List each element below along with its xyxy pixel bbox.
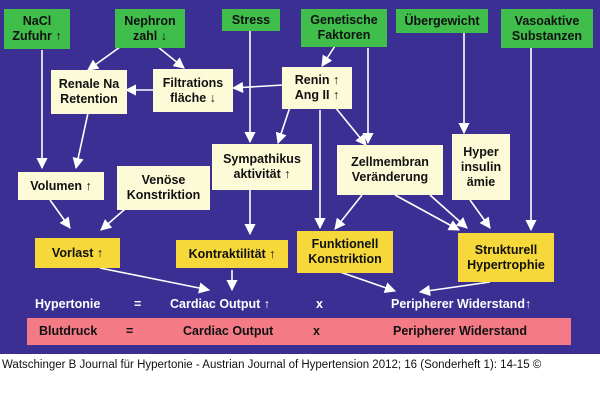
box-funktionell-konstriktion: Funktionell Konstriktion — [297, 231, 393, 273]
arrow-zellmembran-strukturell-2 — [394, 194, 460, 231]
arrow-zellmembran-funktionell — [334, 194, 363, 230]
arrow-renin-zellmembran — [334, 106, 367, 146]
box-sympathikusaktivitaet: Sympathikus aktivität ↑ — [212, 144, 312, 190]
arrow-genetische-renin — [321, 45, 336, 67]
eq1-equals: = — [134, 297, 142, 311]
arrow-nephron-renale — [87, 46, 121, 71]
eq1-hypertonie: Hypertonie — [35, 297, 101, 311]
eq1-times: x — [316, 297, 323, 311]
arrow-zellmembran-strukturell-1 — [429, 194, 468, 229]
box-stress: Stress — [222, 9, 280, 31]
arrow-renin-sympathikus — [275, 106, 291, 145]
arrow-vorlast-co — [99, 267, 211, 294]
box-vasoaktive-substanzen: Vasoaktive Substanzen — [501, 9, 593, 48]
box-vorlast: Vorlast ↑ — [35, 238, 120, 268]
blutdruck-equation-bar — [27, 318, 571, 345]
box-genetische-faktoren: Genetische Faktoren — [301, 9, 387, 47]
arrow-renin-filtrations — [231, 81, 284, 93]
box-uebergewicht: Übergewicht — [396, 9, 488, 33]
box-renin-ang-ii: Renin ↑ Ang II ↑ — [282, 67, 352, 109]
box-renale-na-retention: Renale Na Retention — [51, 70, 127, 114]
eq2-peripherer-widerstand: Peripherer Widerstand — [393, 324, 527, 338]
arrow-strukturell-pr — [418, 281, 491, 297]
citation-caption: Watschinger B Journal für Hypertonie - A… — [2, 359, 542, 371]
box-nephron-zahl: Nephron zahl ↓ — [115, 9, 185, 48]
arrow-layer — [36, 30, 537, 297]
eq2-equals: = — [126, 324, 134, 338]
box-volumen: Volumen ↑ — [18, 172, 104, 200]
arrow-nephron-filtrations — [157, 46, 185, 69]
box-strukturell-hypertrophie: Strukturell Hypertrophie — [458, 233, 554, 282]
eq2-times: x — [313, 324, 320, 338]
arrow-renale-volumen — [72, 112, 89, 170]
arrow-funktionell-pr — [339, 271, 397, 294]
arrow-hyper-strukturell — [469, 199, 491, 229]
arrow-volumen-vorlast — [49, 199, 71, 229]
box-nacl-zufuhr: NaCl Zufuhr ↑ — [4, 9, 70, 49]
box-zellmembran-veraenderung: Zellmembran Veränderung — [337, 145, 443, 195]
eq2-blutdruck: Blutdruck — [39, 324, 98, 338]
box-venoese-konstriktion: Venöse Konstriktion — [117, 166, 210, 210]
eq2-cardiac-output: Cardiac Output — [183, 324, 274, 338]
eq1-cardiac-output: Cardiac Output ↑ — [170, 297, 271, 311]
box-hyperinsulinaemie: Hyper insulin ämie — [452, 134, 510, 200]
box-kontraktilitaet: Kontraktilität ↑ — [176, 240, 288, 268]
box-filtrationsflaeche: Filtrations fläche ↓ — [153, 69, 233, 112]
eq1-peripherer-widerstand: Peripherer Widerstand↑ — [391, 297, 532, 311]
